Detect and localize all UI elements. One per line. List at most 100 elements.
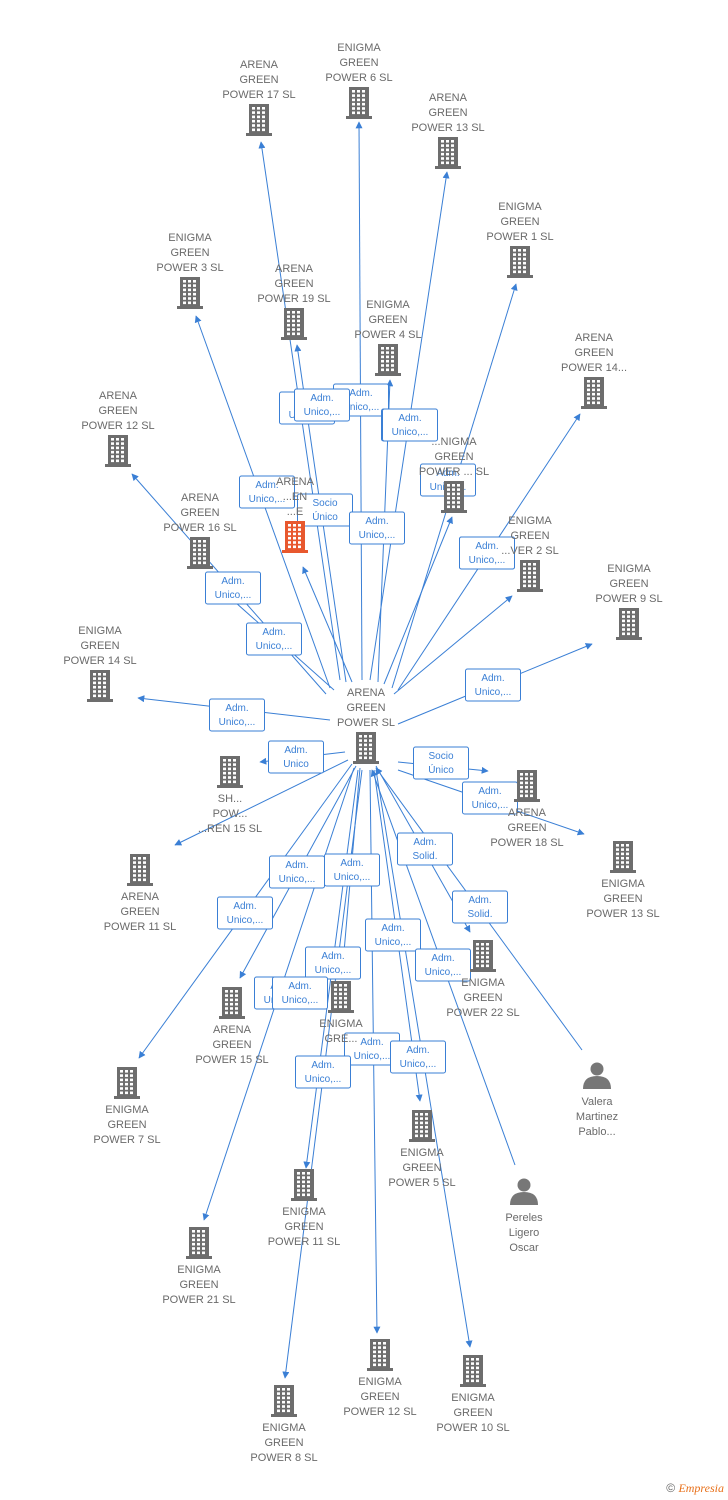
node-label-line: POWER 13 SL — [586, 908, 659, 920]
edge-label-box — [397, 832, 453, 866]
node-label-line: ENIGMA — [601, 878, 645, 890]
node-label-line: POWER 11 SL — [268, 1236, 341, 1248]
node-label-line: POWER 22 SL — [446, 1007, 519, 1019]
node-label-line: ENIGMA — [262, 1422, 306, 1434]
edge-label-line: Unico,... — [472, 800, 509, 811]
edge-label-eg14[interactable]: Adm.Unico,... — [209, 698, 265, 732]
node-label-line: Martinez — [576, 1111, 618, 1123]
edge-label-line: Unico — [283, 759, 309, 770]
edge-label-ag12[interactable]: Adm.Unico,... — [205, 571, 261, 605]
node-label-line: GREEN — [453, 1407, 492, 1419]
edge-label-eg10[interactable]: Adm.Unico,... — [390, 1040, 446, 1074]
edge-label-eg2[interactable]: Adm.Unico,... — [459, 536, 515, 570]
edge-label-line: Unico,... — [334, 872, 371, 883]
edge-label-box — [459, 536, 515, 570]
node-label-line: POWER 8 SL — [250, 1452, 317, 1464]
building-icon — [517, 560, 543, 592]
edge-label-line: Unico,... — [375, 937, 412, 948]
edge-label-line: Unico,... — [425, 967, 462, 978]
edge-label-eg21[interactable]: Adm.Unico,... — [272, 976, 328, 1010]
node-arhl[interactable]: ARENA...EN...E — [276, 476, 315, 553]
node-label-line: ARENA — [275, 263, 314, 275]
edge-label-line: Unico,... — [392, 427, 429, 438]
edge-label-line: Adm. — [310, 393, 333, 404]
brand-logo[interactable]: Empresia — [678, 1481, 724, 1495]
edge-label-line: Unico,... — [256, 641, 293, 652]
node-sh15[interactable]: SH...POW......REN 15 SL — [198, 756, 262, 835]
node-vmp[interactable]: ValeraMartinezPablo... — [576, 1062, 618, 1139]
edge-label-ag19[interactable]: Adm. Unico,... — [294, 388, 350, 422]
edge-label-line: Adm. — [340, 858, 363, 869]
edge-label-sh15[interactable]: Adm.Unico — [268, 740, 324, 774]
node-label-line: ENIGMA — [607, 563, 651, 575]
edge-label-line: Adm. — [431, 953, 454, 964]
edge-label-eg4[interactable]: Adm.Unico,... — [382, 408, 438, 442]
edge-label-line: Adm. — [285, 860, 308, 871]
edge-label-eg22[interactable]: Adm.Solid. — [397, 832, 453, 866]
node-label-line: GRE... — [324, 1033, 357, 1045]
building-icon — [581, 377, 607, 409]
edge-label-enp[interactable]: Adm.Unico,... — [349, 511, 405, 545]
edge-label-egm[interactable]: Adm. Unico,... — [324, 853, 380, 887]
node-label-line: POWER 1 SL — [486, 231, 553, 243]
edge-hub-arhl — [302, 566, 353, 683]
node-label-line: SH... — [218, 793, 242, 805]
edge-label-eg9[interactable]: Adm.Unico,... — [465, 668, 521, 702]
edge-label-eg5[interactable]: Adm.Unico,... — [365, 918, 421, 952]
edge-label-line: Adm. — [475, 541, 498, 552]
edge-label-ag11[interactable]: Adm.Unico,... — [269, 855, 325, 889]
edge-label-eg7[interactable]: Adm.Unico,... — [217, 896, 273, 930]
node-label-line: ENIGMA — [105, 1104, 149, 1116]
edge-label-line: Unico,... — [304, 407, 341, 418]
node-label-line: ARENA — [347, 687, 386, 699]
node-label-line: Oscar — [509, 1242, 539, 1254]
edge-label-box — [246, 622, 302, 656]
node-egm[interactable]: ENIGMAGRE... — [319, 981, 363, 1045]
edge-label-eg11[interactable]: Adm.Unico,... — [305, 946, 361, 980]
edge-label-ag16[interactable]: Adm.Unico,... — [246, 622, 302, 656]
building-icon — [460, 1355, 486, 1387]
node-label-line: GREEN — [120, 906, 159, 918]
node-label-line: ARENA — [508, 807, 547, 819]
node-label-line: POWER 17 SL — [222, 89, 295, 101]
edge-label-box — [415, 948, 471, 982]
edge-label-eg8[interactable]: Adm.Unico,... — [295, 1055, 351, 1089]
node-label-line: ARENA — [213, 1024, 252, 1036]
edge-label-plo[interactable]: Adm. Unico,... — [415, 948, 471, 982]
edge-label-vmp[interactable]: Adm.Solid. — [452, 890, 508, 924]
edge-hub-ag11 — [174, 759, 349, 846]
edge-label-eg3[interactable]: Adm.Unico,... — [239, 475, 295, 509]
building-icon — [616, 608, 642, 640]
